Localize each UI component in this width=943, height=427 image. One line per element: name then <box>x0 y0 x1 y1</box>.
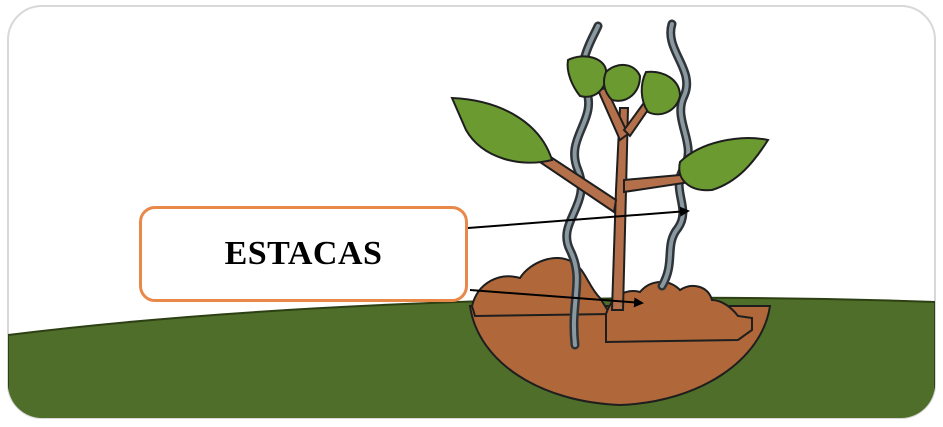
label-text: ESTACAS <box>225 235 383 273</box>
label-box: ESTACAS <box>139 206 468 302</box>
